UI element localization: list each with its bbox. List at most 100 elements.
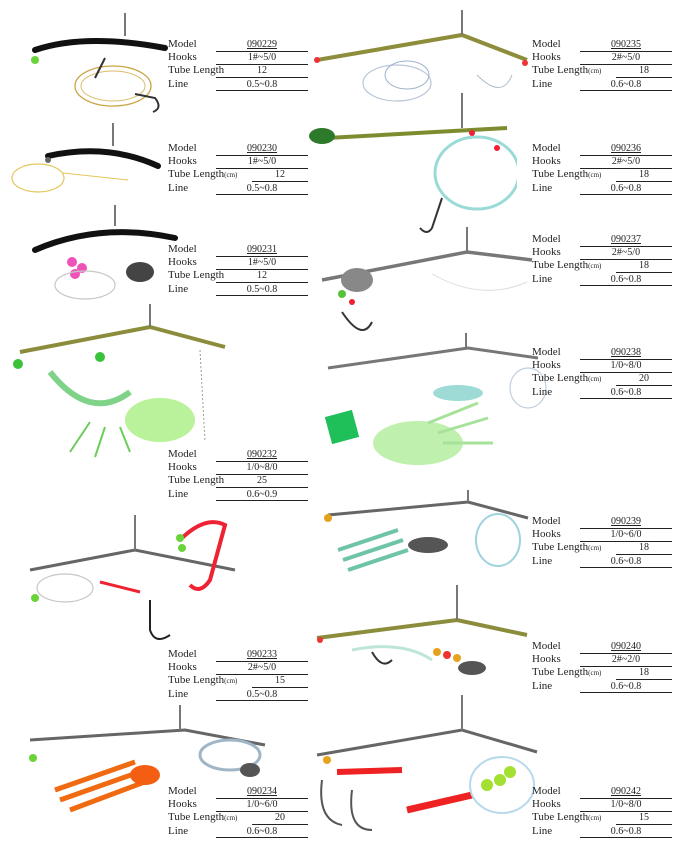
tube-length-label: Tube Length(cm)	[532, 259, 601, 273]
rig-image-090238	[324, 333, 547, 465]
line-value: 0.6~0.8	[580, 825, 672, 839]
hooks-value: 1/0~6/0	[580, 528, 672, 542]
rig-image-090237	[321, 227, 533, 331]
hooks-label: Hooks	[532, 51, 561, 64]
tube-length-text: Tube Length	[532, 168, 589, 181]
model-value: 090236	[580, 142, 672, 156]
line-value: 0.6~0.8	[580, 680, 672, 694]
hooks-label: Hooks	[532, 528, 561, 541]
model-value: 090240	[580, 640, 672, 654]
tube-unit: (cm)	[588, 814, 602, 823]
line-label: Line	[168, 77, 189, 90]
line-label: Line	[532, 77, 553, 90]
model-label: Model	[532, 785, 561, 797]
tube-unit: (cm)	[224, 171, 238, 180]
tube-length-text: Tube Length	[532, 811, 589, 824]
line-value: 0.6~0.8	[580, 273, 672, 287]
hooks-value: 1/0~8/0	[580, 359, 672, 373]
line-label: Line	[532, 554, 553, 567]
tube-length-value: 18	[616, 541, 672, 555]
model-value: 090234	[216, 785, 308, 799]
model-label: Model	[168, 38, 197, 50]
model-value: 090235	[580, 38, 672, 52]
hooks-label: Hooks	[532, 155, 561, 168]
model-value: 090242	[580, 785, 672, 799]
hooks-label: Hooks	[532, 246, 561, 259]
rig-image-090242	[316, 695, 538, 831]
line-label: Line	[168, 487, 189, 500]
tube-unit: (cm)	[588, 375, 602, 384]
tube-length-label: Tube Length	[168, 474, 225, 487]
hooks-label: Hooks	[168, 51, 197, 64]
line-label: Line	[168, 282, 189, 295]
tube-length-value: 15	[616, 811, 672, 825]
tube-length-label: Tube Length(cm)	[168, 674, 237, 688]
line-value: 0.6~0.8	[580, 386, 672, 400]
model-value: 090230	[216, 142, 308, 156]
model-value: 090238	[580, 346, 672, 360]
tube-length-label: Tube Length(cm)	[532, 372, 601, 386]
tube-length-value: 12	[252, 168, 308, 182]
rig-image-090236	[309, 93, 517, 233]
rig-image-090230	[11, 123, 161, 193]
tube-length-label: Tube Length(cm)	[532, 64, 601, 78]
model-value: 090233	[216, 648, 308, 662]
line-value: 0.6~0.8	[580, 78, 672, 92]
tube-length-value: 18	[616, 168, 672, 182]
rig-image-090233	[29, 515, 236, 640]
hooks-label: Hooks	[532, 359, 561, 372]
model-label: Model	[168, 243, 197, 255]
tube-length-text: Tube Length	[532, 64, 589, 77]
model-label: Model	[532, 640, 561, 652]
hooks-value: 2#~5/0	[580, 246, 672, 260]
tube-length-text: Tube Length	[532, 666, 589, 679]
hooks-label: Hooks	[168, 661, 197, 674]
tube-length-text: Tube Length	[168, 811, 225, 824]
model-value: 090229	[216, 38, 308, 52]
line-value: 0.6~0.8	[580, 555, 672, 569]
tube-unit: (cm)	[224, 814, 238, 823]
hooks-value: 1#~5/0	[216, 155, 308, 169]
line-value: 0.6~0.9	[216, 488, 308, 502]
tube-length-label: Tube Length	[168, 64, 225, 77]
hooks-label: Hooks	[532, 798, 561, 811]
tube-length-value: 15	[252, 674, 308, 688]
model-value: 090231	[216, 243, 308, 257]
line-label: Line	[532, 824, 553, 837]
hooks-value: 2#~5/0	[580, 155, 672, 169]
rig-image-090231	[32, 205, 178, 300]
rig-image-090240	[316, 585, 528, 675]
hooks-value: 2#~5/0	[216, 661, 308, 675]
hooks-value: 1/0~8/0	[216, 461, 308, 475]
line-value: 0.5~0.8	[216, 688, 308, 702]
model-label: Model	[168, 785, 197, 797]
rig-image-090239	[324, 490, 529, 572]
tube-length-value: 20	[252, 811, 308, 825]
tube-length-label: Tube Length(cm)	[532, 168, 601, 182]
model-value: 090239	[580, 515, 672, 529]
tube-length-text: Tube Length	[168, 674, 225, 687]
line-value: 0.5~0.8	[216, 182, 308, 196]
model-label: Model	[532, 142, 561, 154]
tube-unit: (cm)	[224, 677, 238, 686]
tube-unit: (cm)	[588, 67, 602, 76]
tube-length-value: 25	[216, 474, 308, 488]
tube-length-label: Tube Length	[168, 269, 225, 282]
tube-length-label: Tube Length(cm)	[532, 811, 601, 825]
line-label: Line	[168, 824, 189, 837]
line-value: 0.6~0.8	[216, 825, 308, 839]
tube-length-value: 20	[616, 372, 672, 386]
tube-length-text: Tube Length	[532, 372, 589, 385]
hooks-value: 1#~5/0	[216, 51, 308, 65]
tube-unit: (cm)	[588, 171, 602, 180]
line-label: Line	[532, 679, 553, 692]
model-label: Model	[532, 515, 561, 527]
